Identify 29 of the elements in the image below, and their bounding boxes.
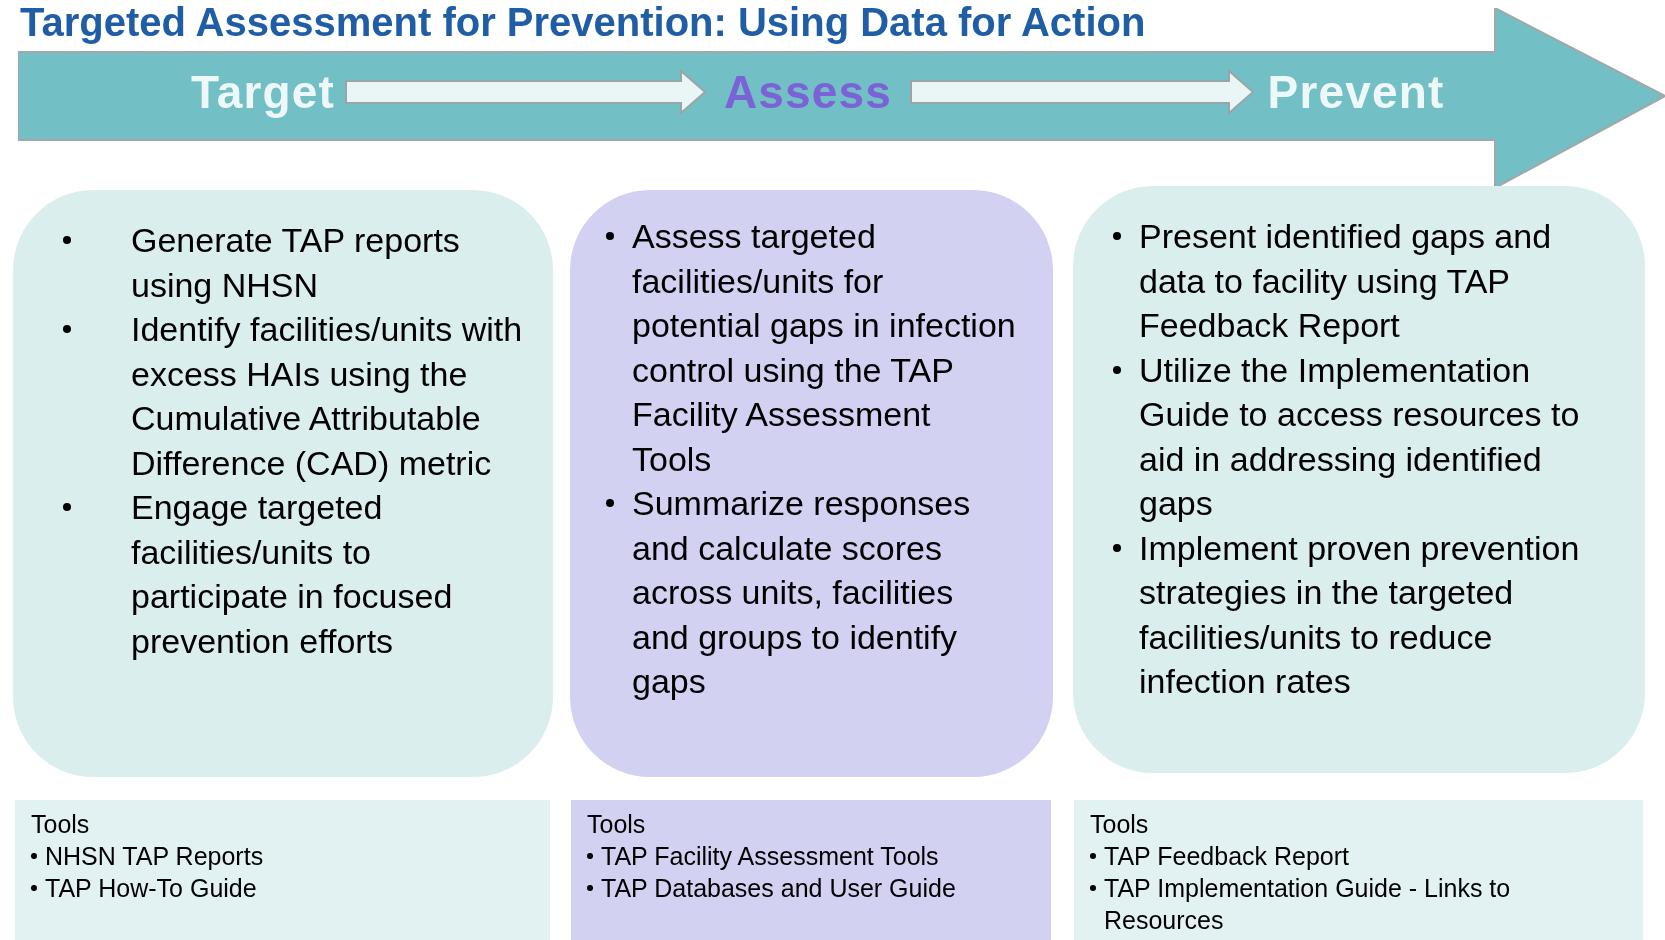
bullet-text: Assess targeted facilities/units for potential gaps in infection control using the TAP Facility Assessment Tools — [632, 216, 1017, 480]
bullet-text: Present identified gaps and data to facility using TAP Feedback Report — [1139, 216, 1553, 346]
tool-item: TAP How-To Guide — [45, 873, 257, 904]
tool-item: TAP Implementation Guide - Links to Resources — [1104, 873, 1512, 936]
stage-heading: Prevent — [1261, 52, 1451, 132]
bullet-text: Engage targeted facilities/units to participate in focused prevention efforts — [131, 487, 454, 662]
tool-item: TAP Facility Assessment Tools — [601, 841, 939, 872]
tools-panel — [571, 800, 1051, 940]
tools-heading: Tools — [587, 809, 647, 840]
bullet-text: Utilize the Implementation Guide to access resources to aid in addressing identified gaps — [1139, 349, 1581, 524]
tool-item: TAP Feedback Report — [1104, 841, 1350, 872]
tools-heading: Tools — [1090, 809, 1150, 840]
tools-panel — [1074, 800, 1643, 940]
bullet-text: Identify facilities/units with excess HAIs using the Cumulative Attributable Difference (CAD) metric — [131, 309, 524, 484]
bullet-text: Generate TAP reports using NHSN — [131, 220, 461, 306]
tools-panel — [15, 800, 550, 940]
tool-item: NHSN TAP Reports — [45, 841, 264, 872]
stage-card — [570, 190, 1053, 777]
tool-item: TAP Databases and User Guide — [601, 873, 956, 904]
stage-card — [1073, 186, 1645, 773]
block-arrow — [910, 68, 1255, 116]
bullet-text: Implement proven prevention strategies in the targeted facilities/units to reduce infection rates — [1139, 527, 1581, 702]
title: Targeted Assessment for Prevention: Using Data for Action — [20, 0, 1146, 44]
block-arrow — [345, 68, 707, 116]
stage-heading: Target — [188, 52, 338, 132]
stage-card — [13, 190, 553, 777]
bullet-text: Summarize responses and calculate scores across units, facilities and groups to identify gaps — [632, 483, 972, 702]
tools-heading: Tools — [31, 809, 91, 840]
stage-heading: Assess — [713, 52, 903, 132]
